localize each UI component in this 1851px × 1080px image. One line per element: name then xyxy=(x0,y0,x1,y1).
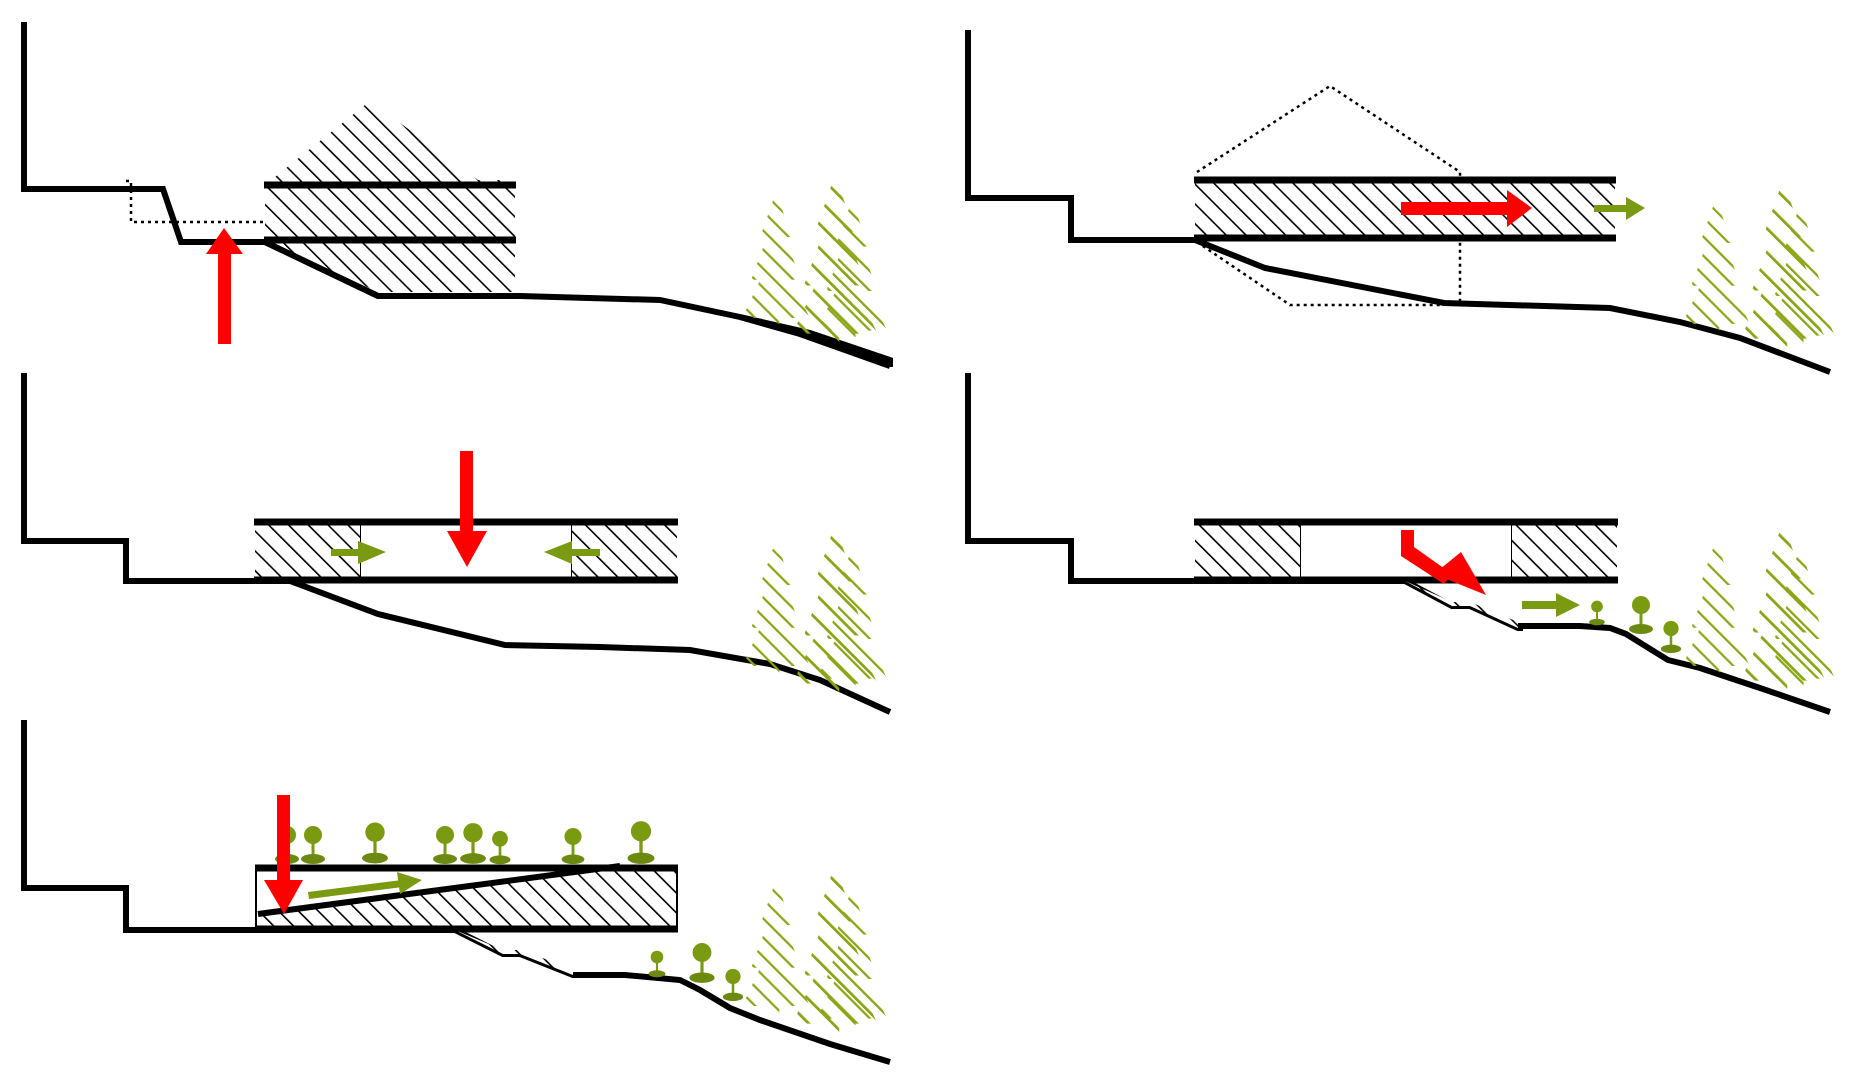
green-arrow-up-right xyxy=(308,872,422,899)
terrain-line xyxy=(965,373,1831,715)
building-wing-right-hatched xyxy=(1512,522,1617,580)
existing-outline-dotted xyxy=(1196,84,1462,307)
red-arrow-up xyxy=(206,228,243,344)
panel-4 xyxy=(965,373,1835,715)
existing-outline-dotted xyxy=(126,179,265,224)
green-arrow-right xyxy=(331,541,386,564)
red-arrow-down xyxy=(447,451,487,567)
building-roof-hatched xyxy=(265,101,515,185)
red-arrow-right xyxy=(1401,190,1532,227)
building-wing-left-hatched xyxy=(1195,522,1300,580)
tree-group xyxy=(1682,522,1835,692)
tree-group xyxy=(742,865,887,1035)
panel-5 xyxy=(21,720,891,1065)
building-floor-lower xyxy=(265,240,515,292)
tree-group xyxy=(742,525,887,695)
green-arrow-right xyxy=(1594,197,1645,220)
red-arrow-down-right xyxy=(1401,530,1486,595)
panel-3 xyxy=(21,373,892,715)
terrain-line-lower xyxy=(739,314,892,369)
planting-group xyxy=(648,943,744,1002)
green-arrow-right xyxy=(1522,593,1580,617)
roof-planting xyxy=(275,821,655,865)
stepped-terrace-hatch xyxy=(1405,581,1518,628)
panel-1 xyxy=(21,22,893,369)
stepped-terrace-hatch xyxy=(455,930,573,975)
ramp-hatched xyxy=(258,868,677,929)
terrain-line xyxy=(965,30,1832,375)
tree-group xyxy=(1682,180,1835,350)
panel-2 xyxy=(965,30,1835,375)
green-arrow-left xyxy=(544,541,600,564)
building-floor-upper xyxy=(265,185,515,240)
red-arrow-down xyxy=(264,795,303,914)
